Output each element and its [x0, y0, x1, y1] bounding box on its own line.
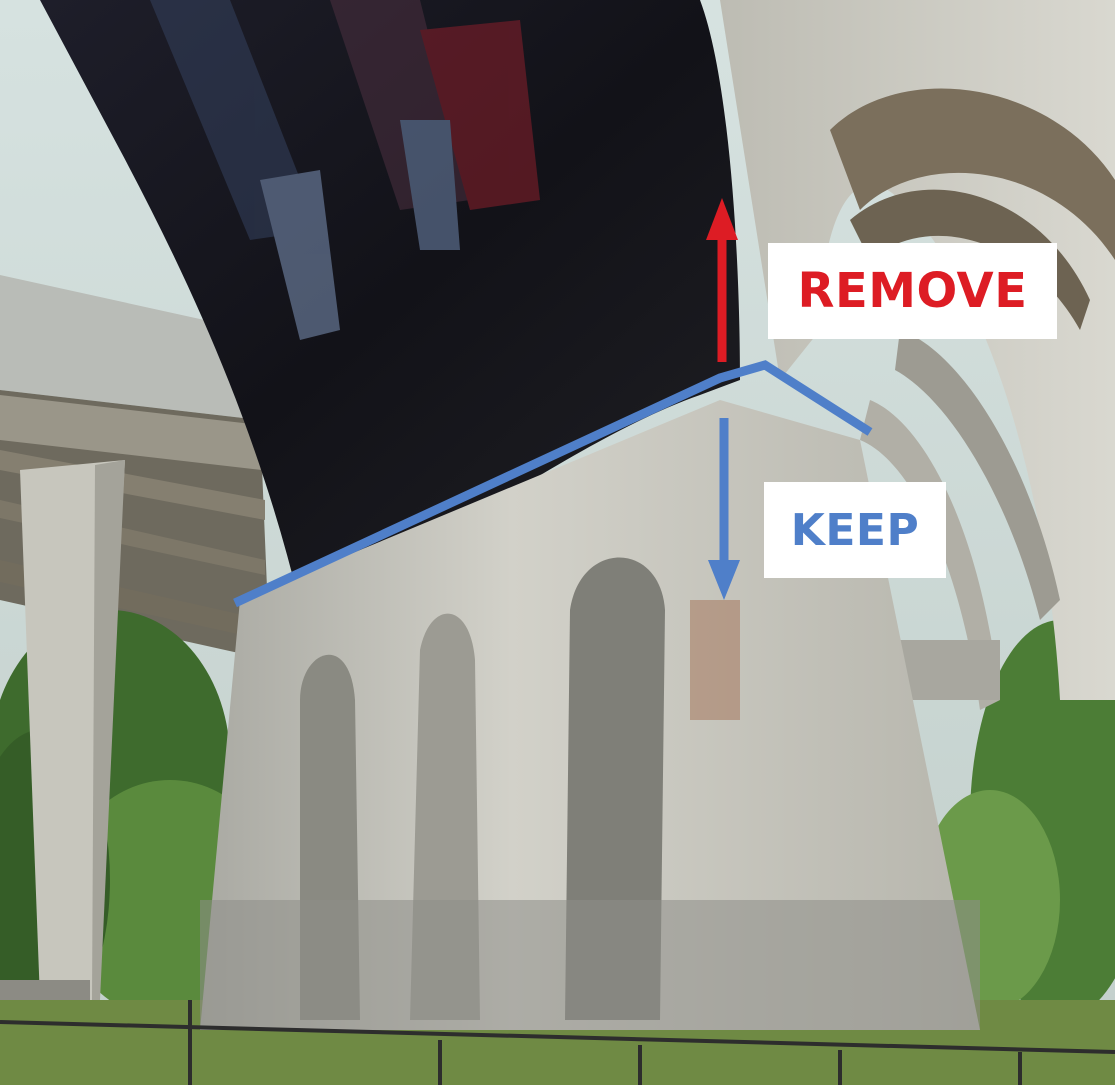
fence	[0, 1000, 1115, 1085]
left-column	[0, 460, 125, 1010]
remove-label: REMOVE	[768, 243, 1057, 339]
remove-label-text: REMOVE	[797, 263, 1028, 319]
netting-highlights	[150, 0, 540, 340]
pier	[200, 400, 980, 1030]
keep-label-text: KEEP	[790, 504, 920, 556]
remove-arrow-icon	[706, 198, 738, 362]
keep-arrow-icon	[708, 418, 740, 600]
right-arch	[720, 0, 1115, 710]
keep-label: KEEP	[764, 482, 946, 578]
keep-remove-boundary-line	[233, 360, 873, 608]
